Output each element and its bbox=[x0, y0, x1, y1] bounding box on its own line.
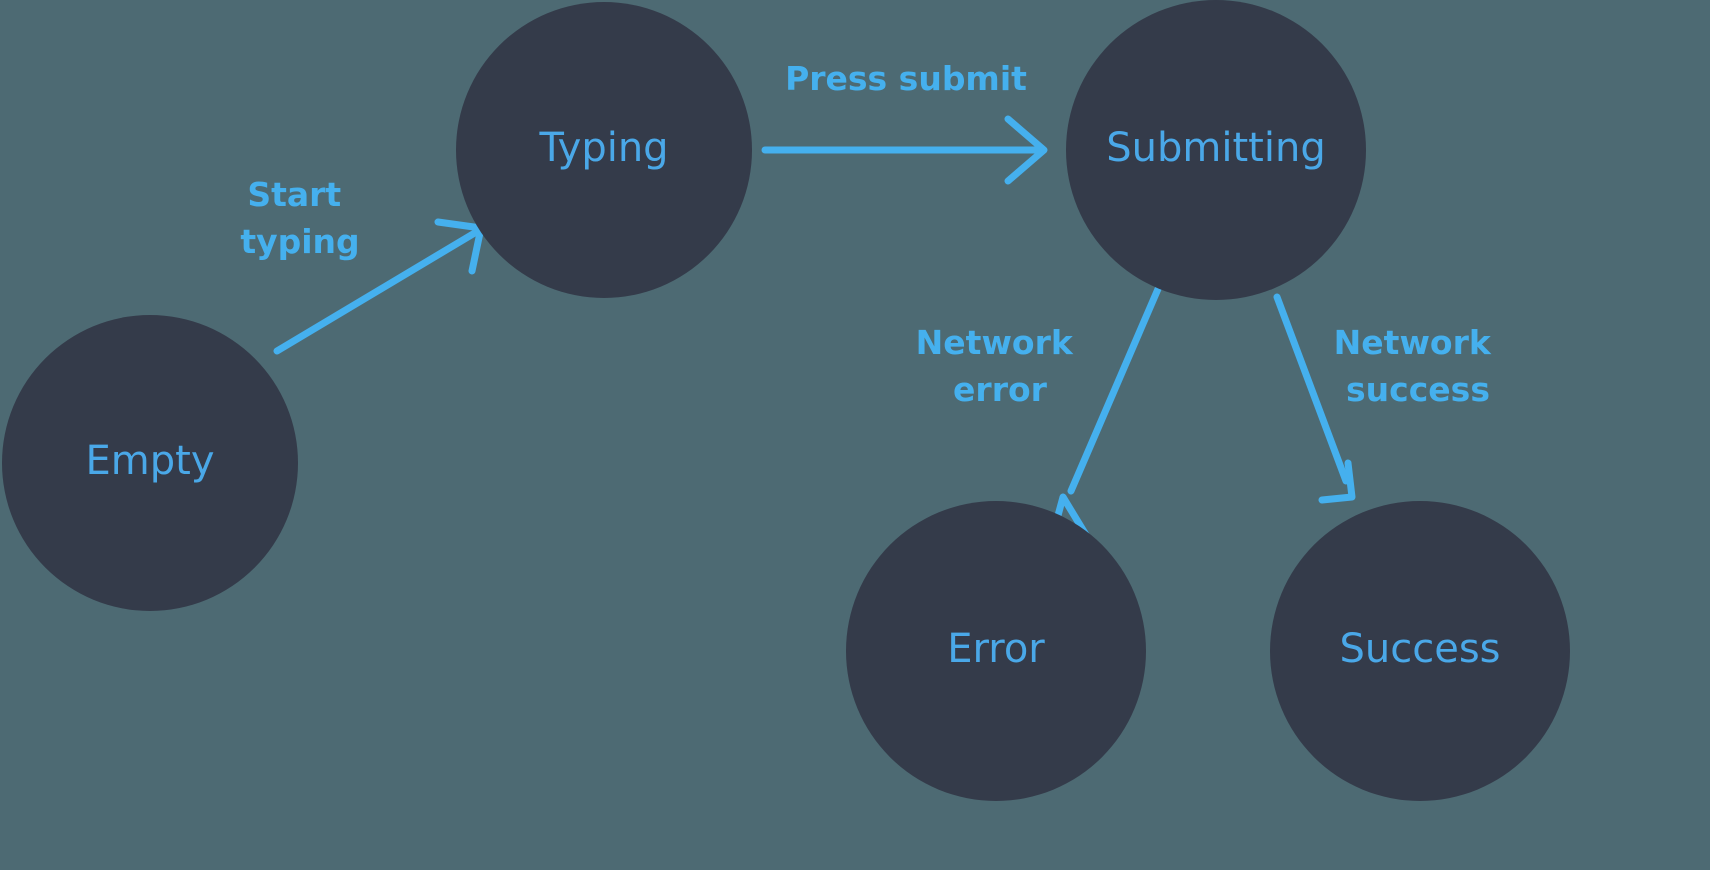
state-label-success: Success bbox=[1339, 626, 1500, 672]
transition-label-press-submit: Press submit bbox=[785, 59, 1027, 98]
transition-label-line: success bbox=[1346, 370, 1490, 409]
state-circle bbox=[2, 315, 298, 611]
arrowhead-icon bbox=[434, 218, 485, 275]
state-label-empty: Empty bbox=[86, 438, 215, 484]
transition-line bbox=[273, 227, 482, 355]
transition-press-submit[interactable]: Press submit bbox=[761, 59, 1048, 185]
state-label-error: Error bbox=[947, 626, 1045, 672]
transition-label-line: typing bbox=[240, 222, 359, 261]
transition-label-line: Network bbox=[1334, 323, 1492, 362]
transition-label-line: Start bbox=[247, 175, 341, 214]
transition-label-line: error bbox=[953, 370, 1048, 409]
state-node-success[interactable]: Success bbox=[1270, 501, 1570, 801]
transitions-layer: Start typing Press submit Network error bbox=[240, 59, 1503, 562]
state-circle bbox=[846, 501, 1146, 801]
states-layer: Empty Typing Submitting Error Success bbox=[2, 0, 1570, 801]
transition-start-typing[interactable]: Start typing bbox=[240, 175, 485, 355]
arrowhead-icon bbox=[1004, 115, 1048, 185]
state-node-empty[interactable]: Empty bbox=[2, 315, 298, 611]
transition-label-start-typing: Start typing bbox=[240, 175, 359, 261]
state-label-typing: Typing bbox=[538, 125, 668, 171]
state-node-typing[interactable]: Typing bbox=[456, 2, 752, 298]
state-circle bbox=[1066, 0, 1366, 300]
transition-label-line: Press submit bbox=[785, 59, 1027, 98]
state-circle bbox=[1270, 501, 1570, 801]
transition-label-line: Network bbox=[916, 323, 1074, 362]
arrowhead-icon bbox=[1318, 459, 1356, 504]
state-circle bbox=[456, 2, 752, 298]
transition-label-network-error: Network error bbox=[916, 323, 1085, 409]
state-label-submitting: Submitting bbox=[1106, 125, 1325, 171]
state-node-error[interactable]: Error bbox=[846, 501, 1146, 801]
state-node-submitting[interactable]: Submitting bbox=[1066, 0, 1366, 300]
transition-network-error[interactable]: Network error bbox=[916, 285, 1162, 562]
transition-label-network-success: Network success bbox=[1334, 323, 1503, 409]
transition-network-success[interactable]: Network success bbox=[1273, 293, 1503, 504]
transition-line bbox=[1067, 285, 1162, 495]
transition-line bbox=[1273, 293, 1350, 485]
